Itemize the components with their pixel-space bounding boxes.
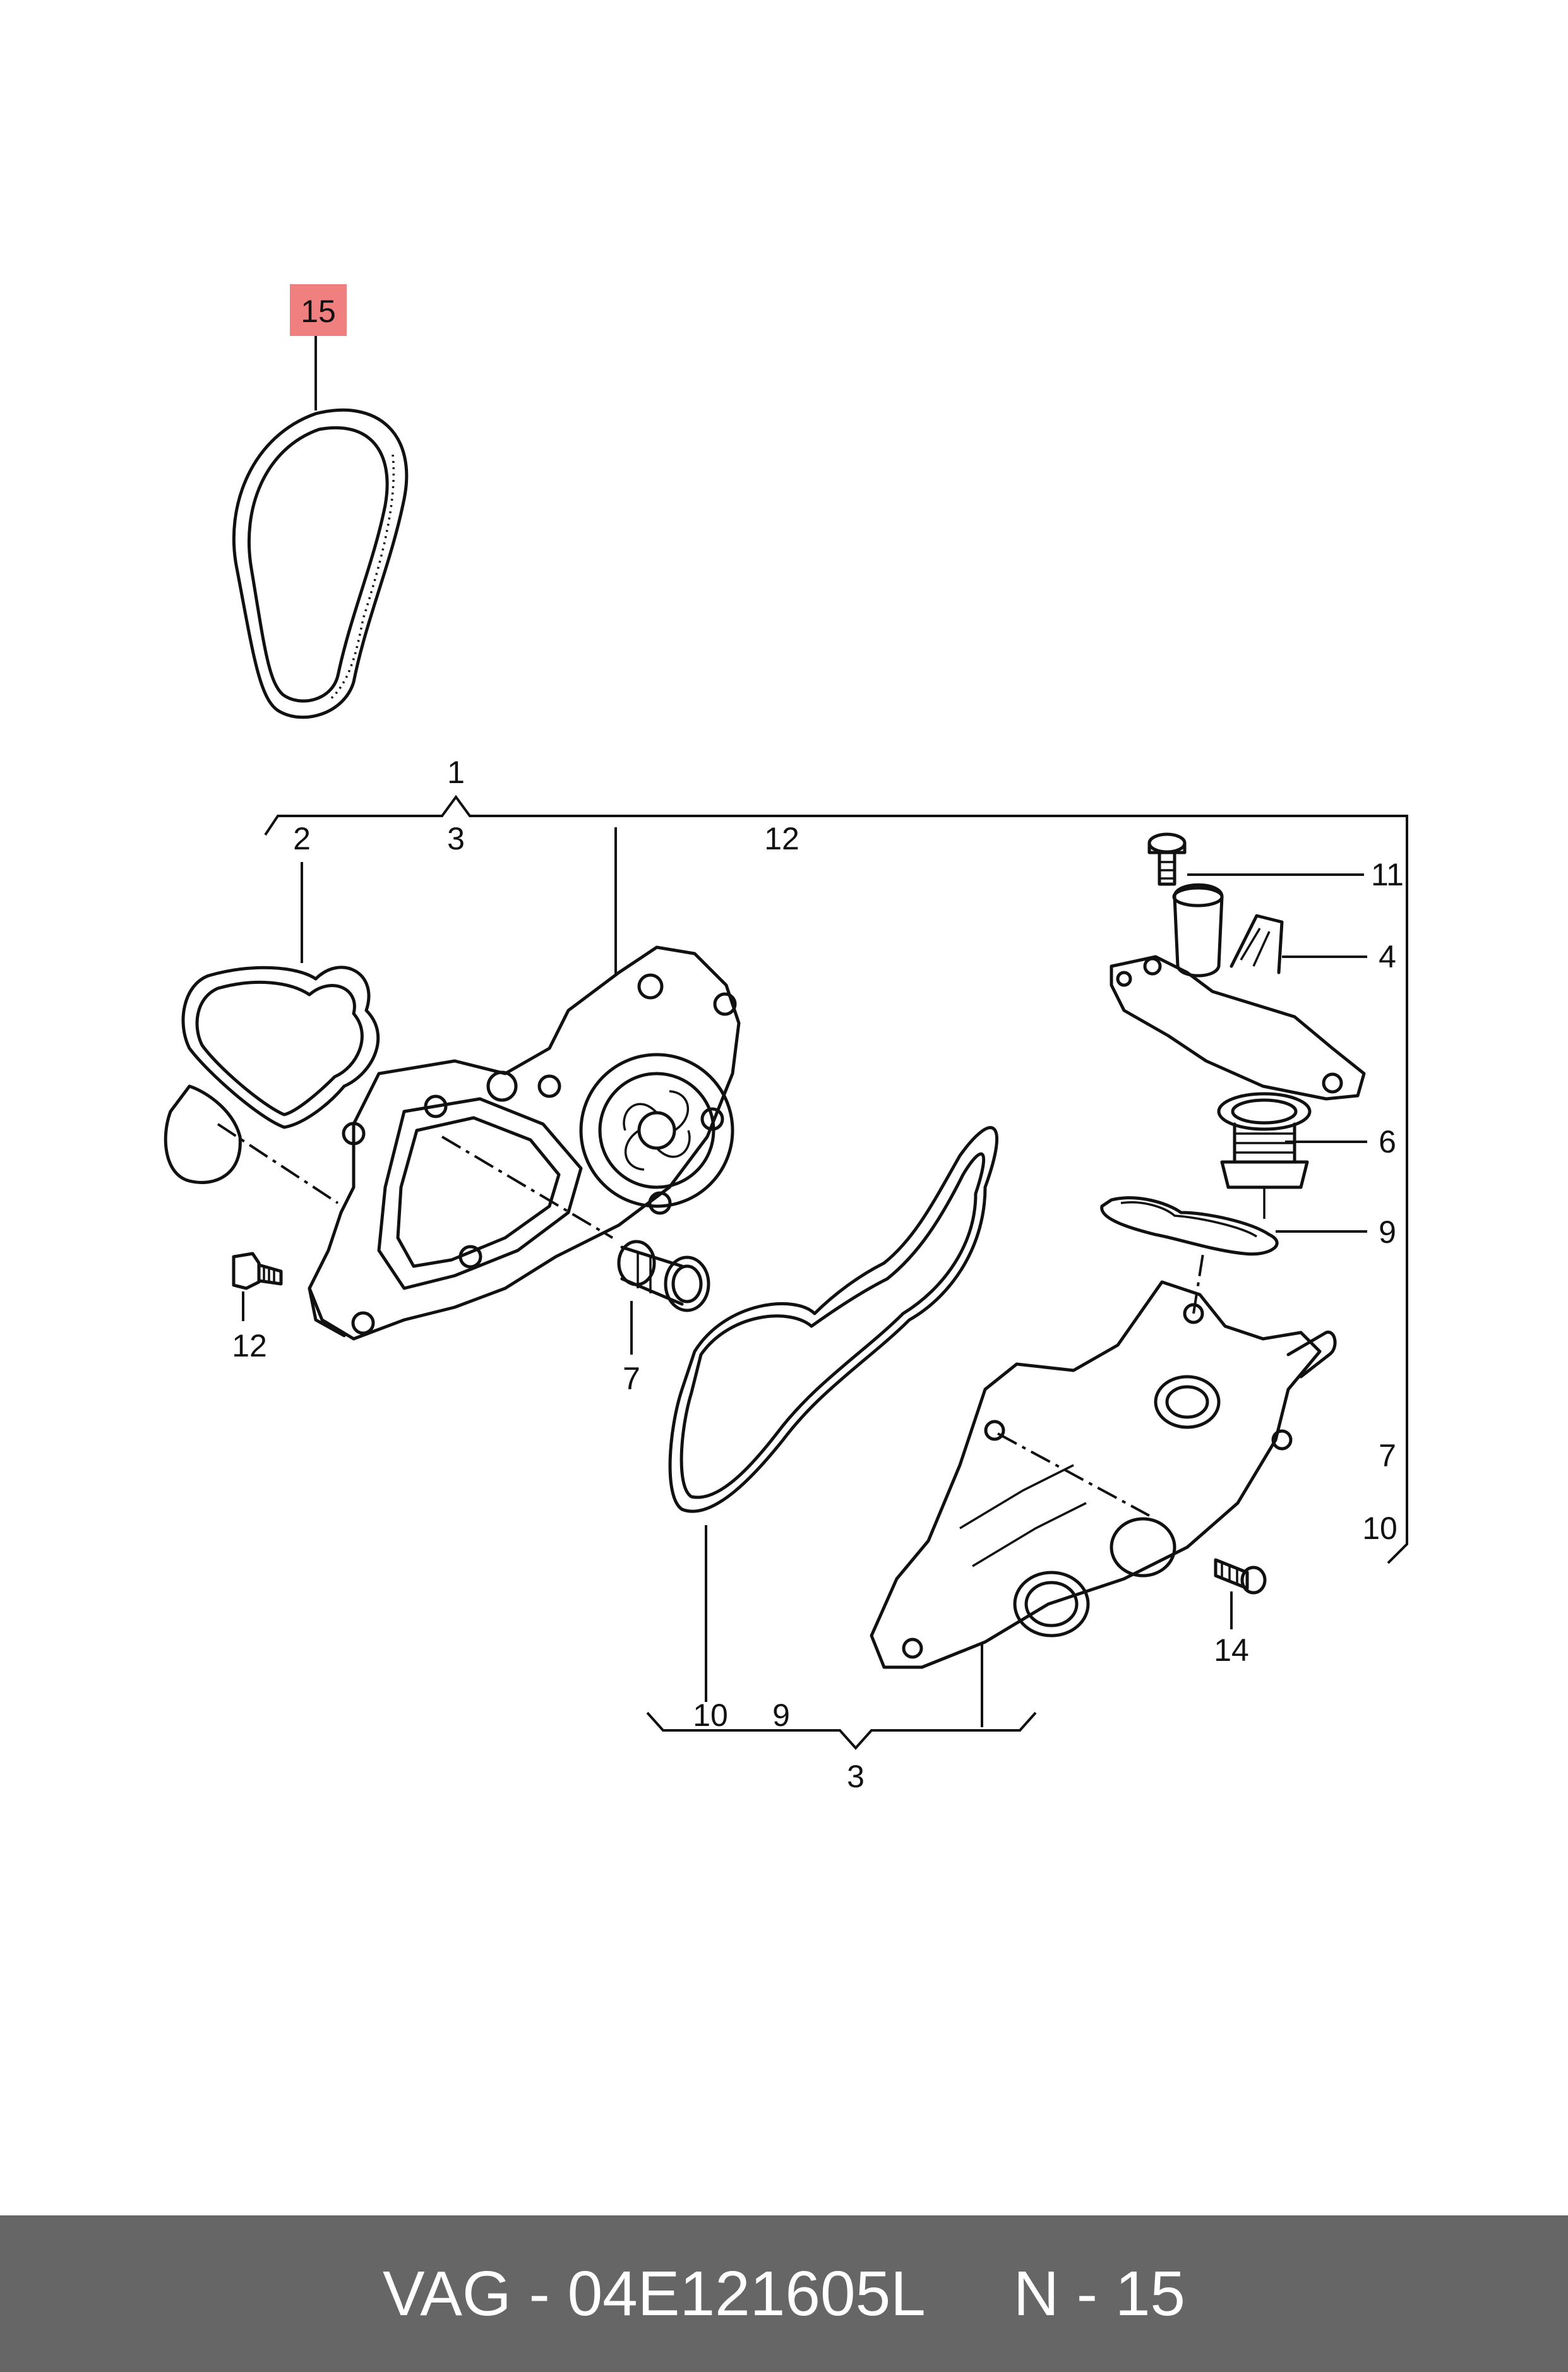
large-gasket — [668, 1126, 999, 1513]
callout-highlight — [290, 284, 347, 336]
callout-2: 2 — [293, 821, 311, 856]
thermostat-housing — [1110, 883, 1366, 1101]
bolt-11 — [1147, 832, 1187, 886]
callout-bolt-12: 12 — [232, 1328, 267, 1363]
timing-belt — [232, 408, 409, 719]
coolant-housing — [870, 1280, 1337, 1669]
callout-14: 14 — [1214, 1632, 1249, 1668]
callout-4: 4 — [1379, 939, 1396, 974]
pump-gasket — [164, 966, 380, 1184]
callout-15: 15 — [301, 294, 336, 329]
callout-9: 9 — [1379, 1214, 1396, 1250]
callout-right-7: 7 — [1379, 1438, 1396, 1473]
callout-bottom-10: 10 — [693, 1698, 728, 1733]
callout-bottom-9: 9 — [772, 1698, 790, 1733]
callout-11: 11 — [1371, 857, 1404, 892]
reference-label: N - 15 — [1013, 2258, 1186, 2329]
callout-1: 1 — [447, 755, 465, 790]
part-number-label: VAG - 04E121605L — [382, 2258, 926, 2329]
callout-6: 6 — [1379, 1124, 1396, 1159]
callout-bottom-3: 3 — [847, 1759, 865, 1794]
thermostat-seal — [1100, 1196, 1279, 1256]
connecting-pipe — [617, 1240, 710, 1312]
water-pump — [308, 945, 741, 1341]
callout-pipe-7: 7 — [623, 1361, 640, 1396]
callout-top-12: 12 — [764, 821, 799, 856]
footer-bar: VAG - 04E121605L N - 15 — [0, 2215, 1568, 2372]
footer-gap — [926, 2258, 1014, 2330]
callout-right-10: 10 — [1362, 1511, 1397, 1546]
bolt-12 — [232, 1252, 283, 1290]
callout-top-3: 3 — [447, 821, 465, 856]
bolt-14 — [1214, 1558, 1267, 1595]
thermostat — [1217, 1092, 1312, 1219]
exploded-parts-diagram: 15 1 3 12 2 12 — [164, 284, 1408, 1794]
